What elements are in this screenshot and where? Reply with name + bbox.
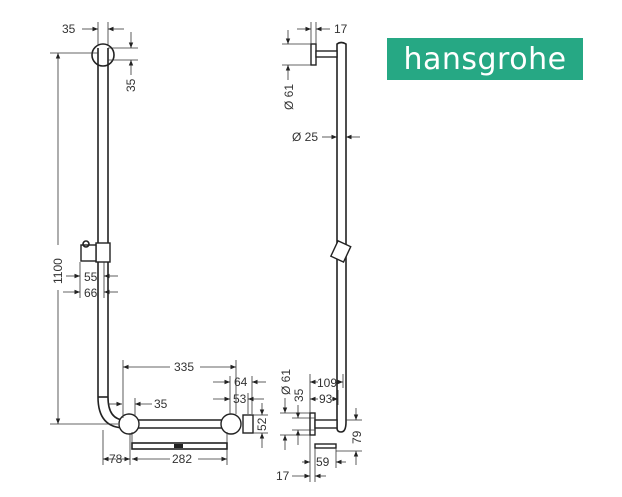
dim-length-335: 335: [174, 360, 194, 374]
dim-offset-35: 35: [154, 397, 168, 411]
dim-depth-109: 109: [317, 376, 337, 390]
dim-bottom-diameter: Ø 61: [279, 369, 293, 395]
tray-grip: [174, 444, 183, 448]
hand-shower-holder: [80, 244, 97, 262]
dim-top-width: 35: [62, 22, 76, 36]
bottom-flange-plate: [309, 412, 316, 436]
dim-height: 1100: [51, 258, 65, 284]
side-view: 17 Ø 61 Ø 25 109 93 Ø 61 35 79: [276, 22, 364, 483]
side-rail: [336, 41, 347, 433]
side-slider: [329, 239, 352, 264]
front-view: 35 35 1100 55 66 335 35 64 5: [50, 22, 269, 466]
top-wall-flange: [91, 43, 115, 67]
dim-tray-282: 282: [172, 452, 192, 466]
right-wall-flange: [220, 413, 242, 435]
dim-bottom-35: 35: [292, 388, 306, 402]
dim-end-64: 64: [234, 375, 248, 389]
dim-end-52: 52: [255, 417, 269, 431]
vertical-rail-inner: [107, 48, 230, 421]
dim-bar-diameter: Ø 25: [292, 130, 318, 144]
dim-depth-93: 93: [319, 392, 333, 406]
dim-top-offset: 35: [124, 78, 138, 92]
top-flange-rod: [315, 50, 338, 58]
top-flange-plate: [310, 43, 317, 66]
vertical-rail: [97, 48, 230, 429]
left-wall-flange: [118, 413, 140, 435]
bottom-flange-rod: [314, 419, 338, 429]
dim-height-79: 79: [350, 430, 364, 444]
dim-end-53: 53: [233, 392, 247, 406]
holder-knob: [82, 240, 90, 248]
dim-tray-59: 59: [316, 455, 330, 469]
side-tray: [314, 443, 337, 449]
tray: [131, 442, 228, 450]
dim-top-17: 17: [334, 22, 348, 36]
dim-slider-66: 66: [84, 286, 98, 300]
hansgrohe-logo: hansgrohe: [387, 38, 583, 80]
dim-bottom-17: 17: [276, 469, 290, 483]
end-cap: [242, 414, 254, 434]
slider: [95, 242, 111, 263]
dim-corner-78: 78: [109, 452, 123, 466]
dim-top-diameter: Ø 61: [282, 84, 296, 110]
dim-slider-55: 55: [84, 270, 98, 284]
